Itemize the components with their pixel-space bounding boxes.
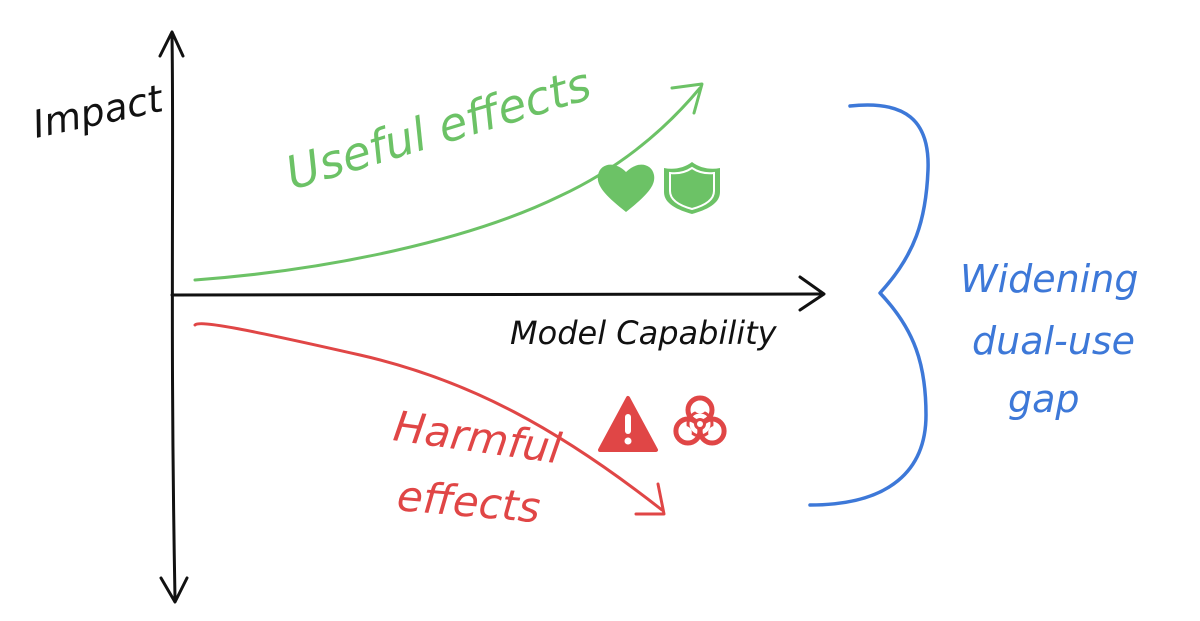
y-axis (158, 30, 189, 604)
warning-icon (598, 396, 658, 452)
harmful-effects-arrowhead (634, 482, 666, 516)
y-axis-arrow-down (159, 576, 189, 604)
biohazard-icon (673, 395, 727, 446)
x-axis-line (170, 292, 824, 297)
useful-effects-arrowhead (670, 82, 704, 115)
shield-icon (664, 162, 720, 214)
y-axis-arrow-up (158, 30, 185, 58)
x-axis (170, 275, 826, 312)
harmful-effects-label-line1: Harmful (391, 401, 565, 473)
y-axis-line (170, 34, 177, 600)
gap-label-line1: Widening (960, 257, 1138, 301)
gap-label-line2: dual-use (972, 319, 1135, 363)
gap-label-line3: gap (1008, 377, 1080, 421)
harmful-effects-curve (193, 322, 664, 512)
y-axis-label: Impact (29, 76, 169, 147)
useful-effects-label: Useful effects (279, 57, 597, 201)
gap-label: Widening dual-use gap (960, 257, 1138, 421)
harmful-effects-group: Harmful effects (193, 322, 727, 532)
harmful-effects-label-line2: effects (395, 471, 542, 532)
useful-effects-group: Useful effects (193, 57, 720, 282)
x-axis-label: Model Capability (510, 314, 778, 352)
heart-icon (597, 164, 655, 212)
gap-curly-brace (808, 103, 930, 507)
x-axis-arrow (798, 275, 826, 312)
useful-effects-curve (193, 86, 702, 282)
